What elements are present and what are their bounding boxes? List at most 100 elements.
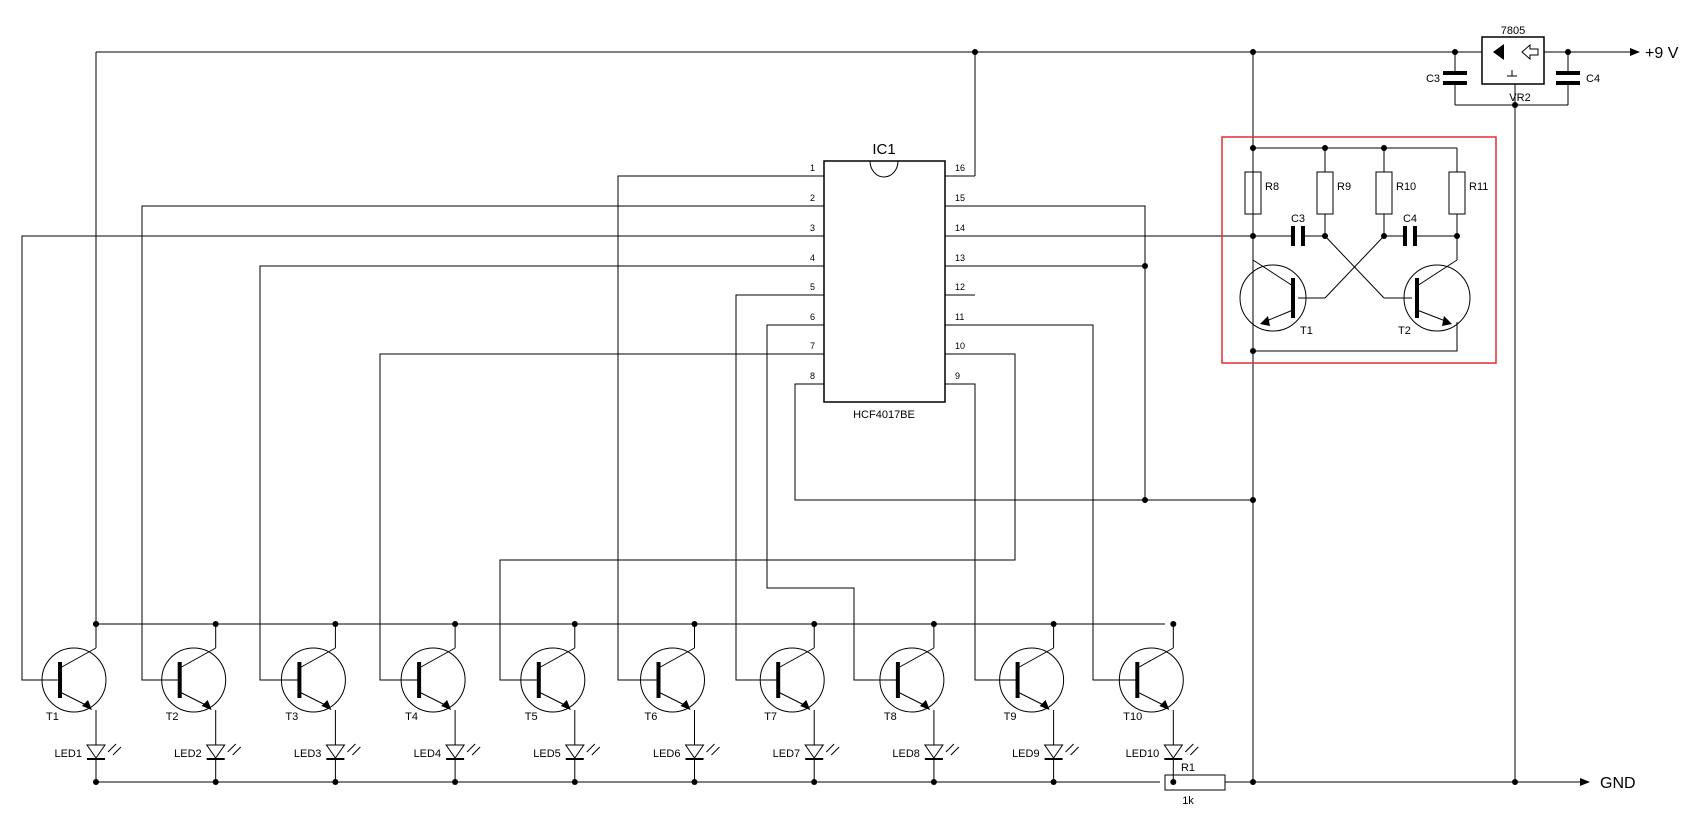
transistor-label: T2 [166,711,179,723]
osc-resistor: R8 [1244,148,1279,236]
ic-pin-label: 2 [810,193,815,203]
osc-transistor-t1 [1239,236,1307,332]
led [564,743,601,760]
ic-output-wires [21,49,1518,785]
osc-t2-label: T2 [1398,325,1411,337]
resistor-r1: R1 1k [1164,762,1226,807]
led-label: LED5 [533,748,561,760]
transistor-label: T9 [1004,711,1017,723]
npn-transistor [640,647,705,713]
led [684,743,720,760]
osc-transistor-t2 [1403,236,1471,332]
regulator-ref-label: VR2 [1509,92,1530,104]
voltage-regulator: 7805 VR2 C3 C4 [1420,25,1605,108]
led-label: LED6 [653,748,681,760]
ic-pin-label: 6 [810,312,815,322]
npn-transistor [41,647,107,713]
led [804,743,840,760]
ic-pin-label: 8 [810,371,815,381]
npn-transistor [520,647,586,713]
ic-pin-label: 5 [810,282,815,292]
r1-value-label: 1k [1182,795,1194,807]
led-label: LED8 [892,748,920,760]
led [325,743,361,760]
npn-transistor [999,647,1065,713]
ic-pin-label: 9 [955,371,960,381]
led-label: LED3 [294,748,322,760]
transistor-label: T7 [764,711,777,723]
npn-transistor [280,647,346,713]
transistor-label: T3 [285,711,298,723]
r1-ref-label: R1 [1181,762,1195,774]
osc-resistor: R11 [1448,148,1488,236]
supply-plus-label: +9 V [1645,45,1679,62]
reg-cap-in-label: C3 [1426,73,1440,85]
ic-pin-label: 10 [955,341,965,351]
npn-transistor [161,647,227,713]
led-driver-stages: T1LED1T2LED2T3LED3T4LED4T5LED5T6LED6T7LE… [41,621,1199,785]
gnd-label: GND [1600,775,1636,792]
osc-resistor-label: R9 [1337,181,1351,193]
ic-left-pins: 1 2 3 4 5 6 7 8 [810,163,815,381]
osc-resistor: R9 [1316,148,1351,236]
led-label: LED2 [174,748,202,760]
ic-pin-label: 7 [810,341,815,351]
transistor-label: T6 [645,711,658,723]
led-label: LED9 [1012,748,1040,760]
transistor-label: T8 [884,711,897,723]
ic-pin-label: 1 [810,163,815,173]
ic-pin-label: 13 [955,253,965,263]
osc-resistor-label: R11 [1469,181,1488,193]
osc-resistor: R10 [1375,148,1416,236]
led-label: LED10 [1126,748,1160,760]
power-rails [95,48,1640,786]
transistor-label: T1 [46,711,59,723]
oscillator-highlight-box [1221,136,1497,364]
reg-cap-out-label: C4 [1586,73,1600,85]
transistor-label: T10 [1123,711,1142,723]
led [1163,743,1199,760]
ic-pin-label: 14 [955,223,965,233]
regulator-part-label: 7805 [1501,25,1525,37]
osc-cap2-label: C4 [1403,213,1417,225]
npn-transistor [879,647,945,713]
osc-t1-label: T1 [1300,325,1313,337]
ic-pin-label: 16 [955,163,965,173]
led [86,743,122,760]
led [1043,743,1079,760]
npn-transistor [1118,647,1184,713]
ic-pin-label: 12 [955,282,965,292]
ic-pin-label: 4 [810,253,815,263]
osc-resistor-label: R8 [1265,181,1279,193]
osc-resistor-label: R10 [1396,181,1416,193]
transistor-label: T5 [525,711,538,723]
led [445,743,481,760]
led-label: LED4 [414,748,442,760]
ic-pin-label: 3 [810,223,815,233]
ic-ref-label: IC1 [872,141,895,158]
regulator-arrow-icon [1493,44,1504,60]
led-label: LED1 [54,748,82,760]
npn-transistor [759,647,825,713]
npn-transistor [400,647,466,713]
led [923,743,960,760]
osc-cap1-label: C3 [1291,213,1305,225]
ic-pin-label: 11 [955,312,964,322]
led-label: LED7 [773,748,801,760]
led [205,743,242,760]
transistor-label: T4 [405,711,418,723]
ic-part-label: HCF4017BE [853,409,915,421]
